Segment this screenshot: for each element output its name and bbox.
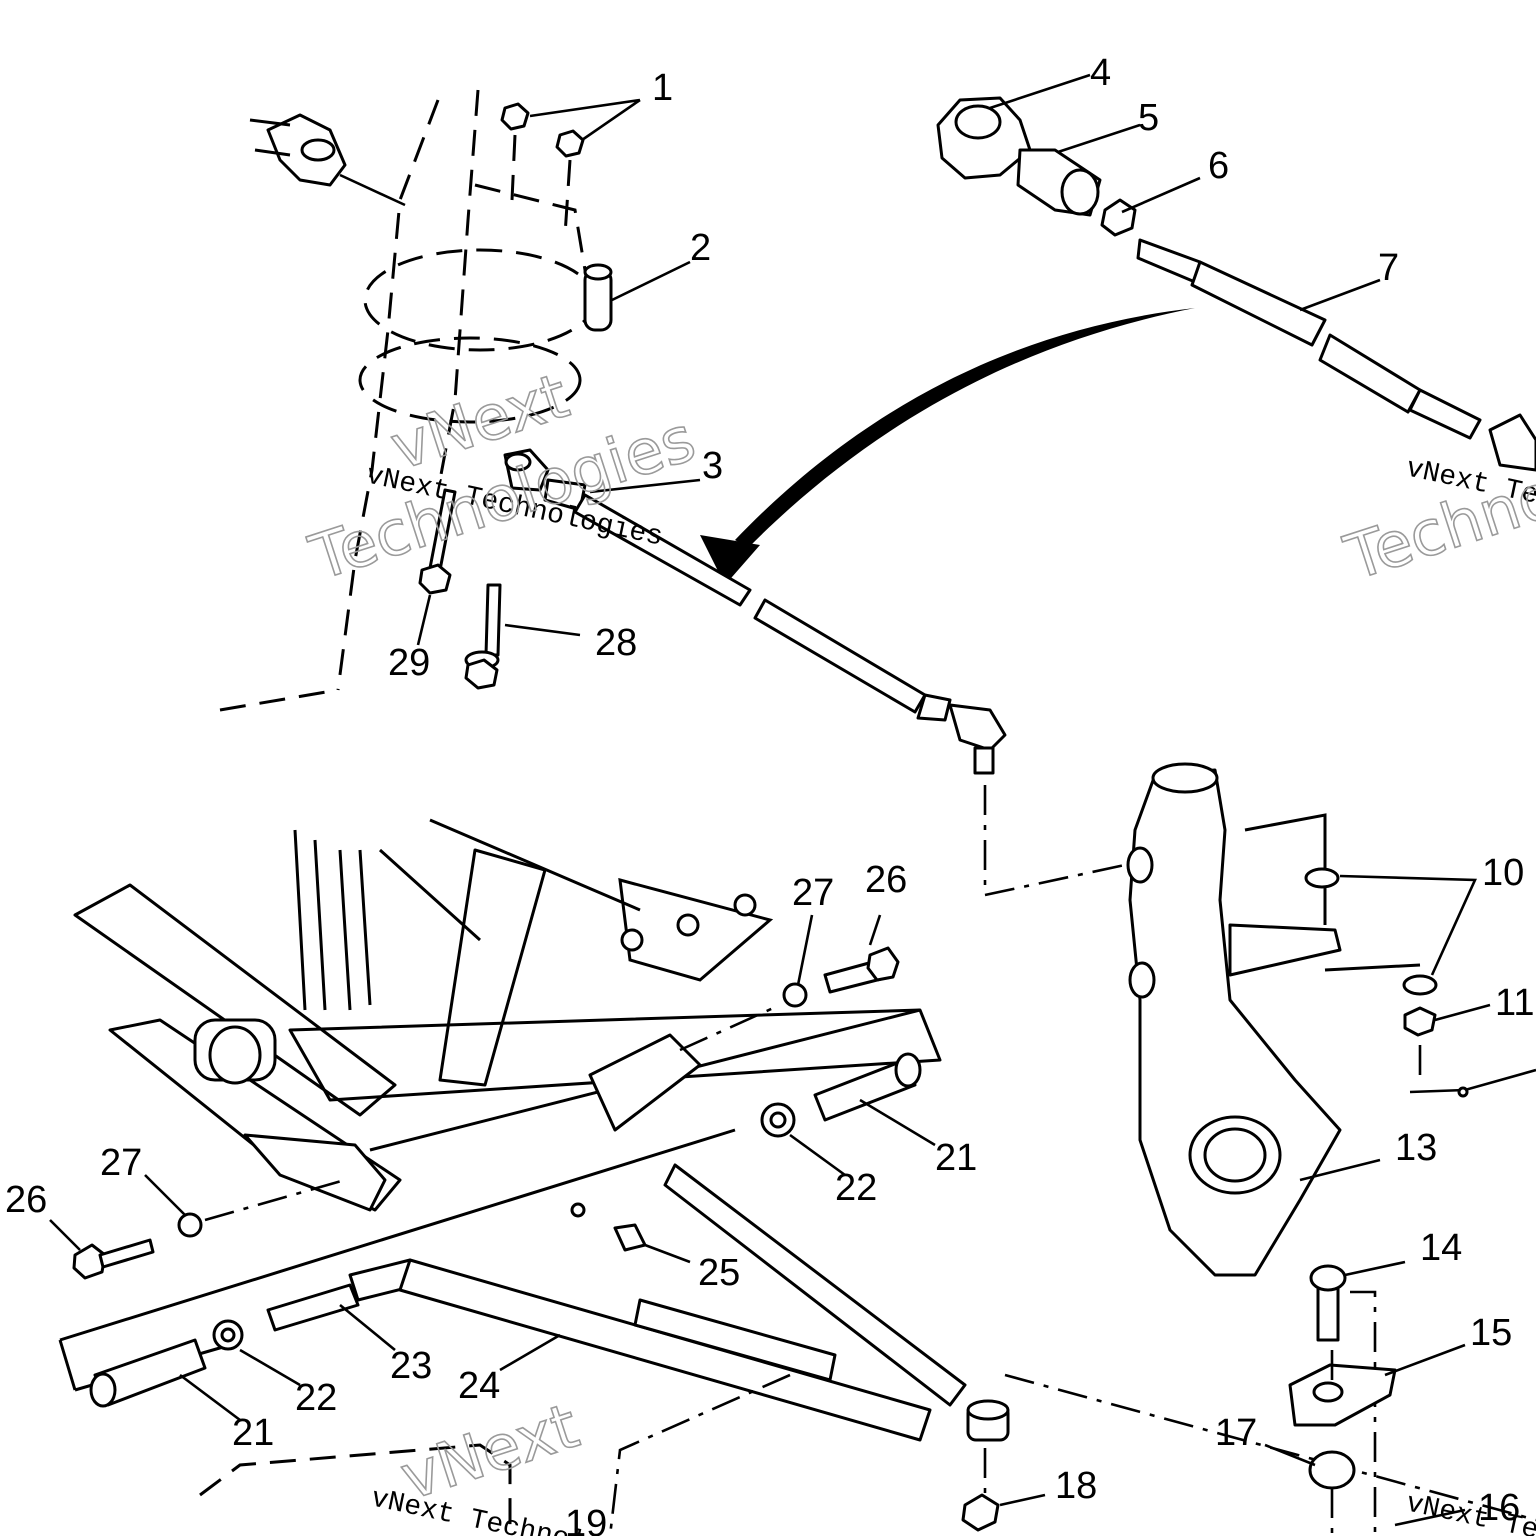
bolt-26-right <box>679 914 900 1052</box>
bushing-21-right <box>760 1052 936 1177</box>
callout-13: 13 <box>1395 1127 1437 1169</box>
ball-joint-parts <box>1264 1260 1466 1536</box>
callout-26-left: 26 <box>5 1179 47 1221</box>
callout-24: 24 <box>458 1365 500 1407</box>
callout-2: 2 <box>690 227 711 269</box>
tie-rod-upper <box>936 73 1536 472</box>
spindle <box>1126 762 1421 1277</box>
callout-10: 10 <box>1482 852 1524 894</box>
callout-labels: 1 2 3 4 5 6 7 10 11 13 14 15 16 17 18 19… <box>5 52 1534 1536</box>
direction-arrow <box>700 308 1195 585</box>
callout-26-right: 26 <box>865 859 907 901</box>
a-arm <box>58 1128 1536 1536</box>
callout-27-left: 27 <box>100 1142 142 1184</box>
callout-1: 1 <box>652 67 673 109</box>
bolt-29 <box>416 488 457 646</box>
upper-rod-end <box>249 113 406 207</box>
grease-fitting <box>570 1202 691 1264</box>
callout-15: 15 <box>1470 1312 1512 1354</box>
callout-22-right: 22 <box>835 1167 877 1209</box>
callout-27-right: 27 <box>792 872 834 914</box>
callout-11: 11 <box>1495 982 1534 1024</box>
washers-10 <box>1304 867 1536 1098</box>
callout-29: 29 <box>388 642 430 684</box>
tie-rod-lower <box>503 448 1126 897</box>
pitman-pin <box>583 260 691 332</box>
callout-19: 19 <box>565 1503 607 1536</box>
nut-pair <box>500 98 641 236</box>
callout-28: 28 <box>595 622 637 664</box>
lower-outline <box>199 1443 512 1536</box>
callout-14: 14 <box>1420 1227 1462 1269</box>
callout-23: 23 <box>390 1345 432 1387</box>
callout-21-left: 21 <box>232 1412 274 1454</box>
callout-4: 4 <box>1090 52 1111 94</box>
callout-22-left: 22 <box>295 1377 337 1419</box>
callout-6: 6 <box>1208 145 1229 187</box>
bolt-26-left <box>49 1174 346 1280</box>
frame <box>73 818 942 1212</box>
callout-5: 5 <box>1138 97 1159 139</box>
callout-3: 3 <box>702 445 723 487</box>
callout-16: 16 <box>1478 1487 1520 1529</box>
callout-21-right: 21 <box>935 1137 977 1179</box>
callout-18: 18 <box>1055 1465 1097 1507</box>
watermark-logo: vNext <box>392 1389 587 1514</box>
callout-25: 25 <box>698 1252 740 1294</box>
callout-17: 17 <box>1215 1412 1257 1454</box>
bolt-28 <box>464 583 581 690</box>
callout-7: 7 <box>1378 247 1399 289</box>
